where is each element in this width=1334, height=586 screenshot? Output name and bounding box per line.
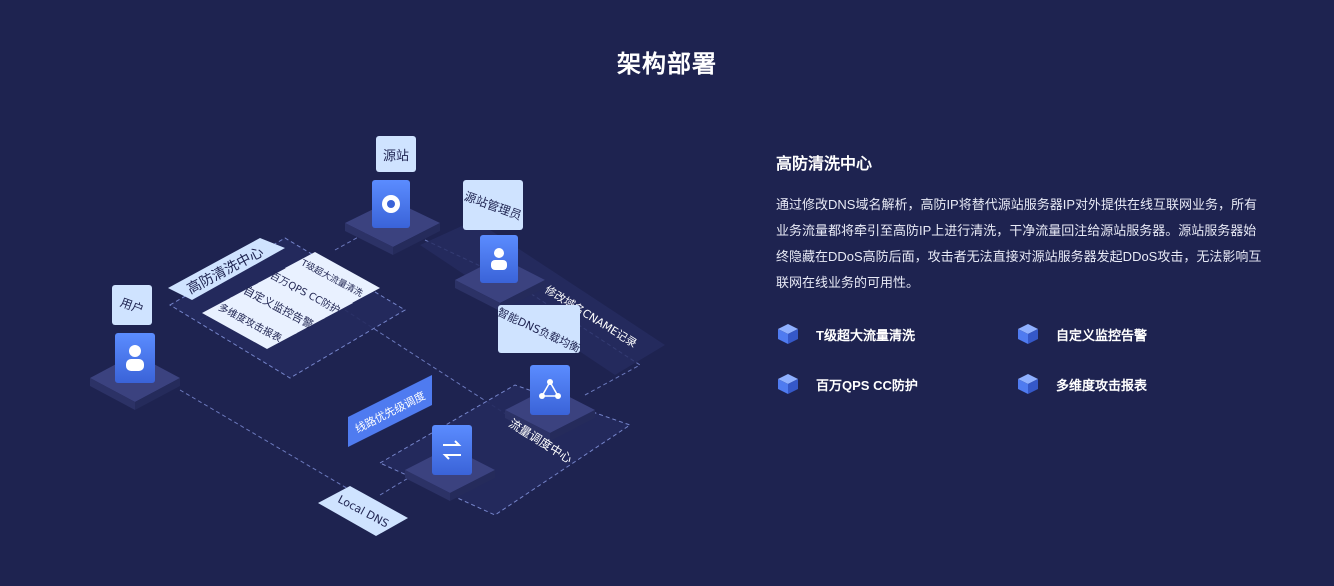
feature-item: 多维度攻击报表 bbox=[1016, 372, 1256, 396]
architecture-diagram: 源站 源站管理员 用户 高防清洗中心 T级超大流量清洗 百万QPS CC防护 自… bbox=[80, 120, 680, 555]
route-priority-badge: 线路优先级调度 bbox=[348, 375, 432, 447]
feature-list: T级超大流量清洗 自定义监控告警 百万QPS CC防护 多维度攻击报表 bbox=[776, 322, 1262, 396]
feature-label: T级超大流量清洗 bbox=[816, 327, 915, 343]
info-description: 通过修改DNS域名解析，高防IP将替代源站服务器IP对外提供在线互联网业务，所有… bbox=[776, 197, 1262, 290]
feature-label: 自定义监控告警 bbox=[1056, 327, 1148, 343]
smart-dns-node: 智能DNS负载均衡 bbox=[495, 305, 595, 441]
origin-label: 源站 bbox=[383, 149, 409, 164]
origin-node: 源站 bbox=[345, 136, 440, 255]
feature-item: 自定义监控告警 bbox=[1016, 322, 1256, 346]
cube-icon bbox=[778, 324, 798, 344]
feature-item: 百万QPS CC防护 bbox=[776, 372, 1016, 396]
feature-label: 多维度攻击报表 bbox=[1056, 377, 1148, 393]
cube-icon bbox=[1018, 324, 1038, 344]
origin-admin-node: 源站管理员 bbox=[455, 180, 545, 311]
traffic-node bbox=[405, 425, 495, 501]
info-panel: 高防清洗中心 通过修改DNS域名解析，高防IP将替代源站服务器IP对外提供在线互… bbox=[776, 150, 1262, 296]
info-title: 高防清洗中心 bbox=[776, 156, 873, 173]
local-dns-node: Local DNS bbox=[318, 486, 408, 536]
cube-icon bbox=[1018, 374, 1038, 394]
page-title: 架构部署 bbox=[617, 51, 717, 78]
feature-item: T级超大流量清洗 bbox=[776, 322, 1016, 346]
feature-label: 百万QPS CC防护 bbox=[816, 377, 918, 393]
cube-icon bbox=[778, 374, 798, 394]
user-node: 用户 bbox=[90, 285, 180, 410]
scrubbing-items: T级超大流量清洗 百万QPS CC防护 自定义监控告警 多维度攻击报表 bbox=[202, 252, 380, 349]
